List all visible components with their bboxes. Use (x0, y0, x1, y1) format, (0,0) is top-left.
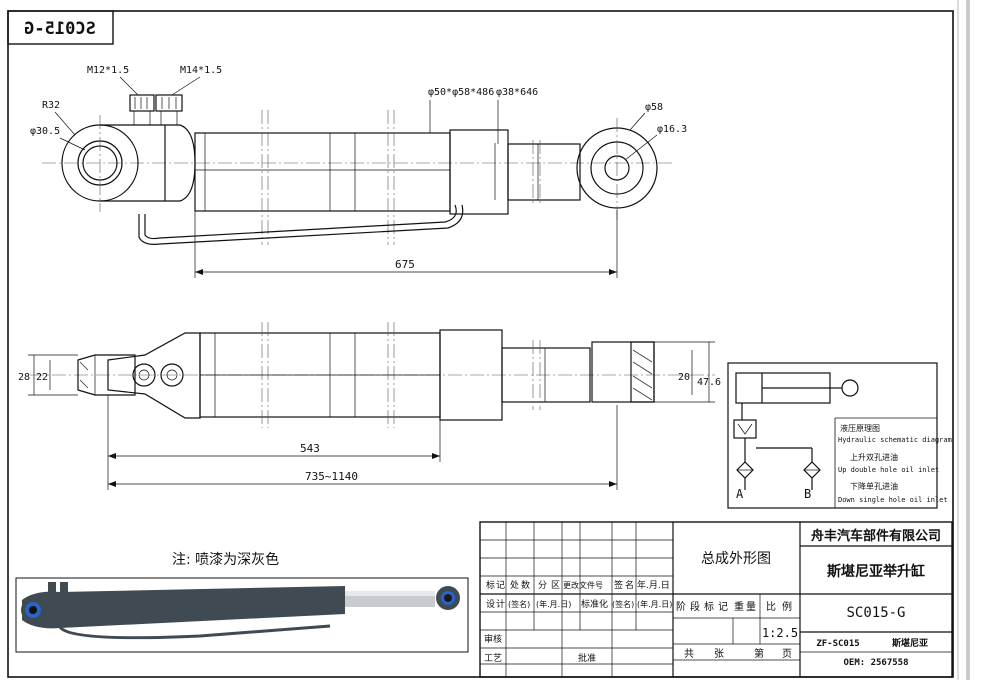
stage-1: 段 (690, 600, 700, 613)
design-cell-0: 设 (486, 599, 495, 610)
dim-20: 20 (678, 372, 690, 383)
approve-label: 批准 (578, 652, 596, 664)
port-label-m12: M12*1.5 (87, 65, 129, 76)
rev-cell-7: 签 (614, 579, 623, 591)
stage-4: 重 (734, 600, 744, 613)
company-name: 舟丰汽车部件有限公司 (811, 528, 941, 544)
radius-label: R32 (42, 100, 60, 111)
product-name: 斯堪尼亚举升缸 (827, 563, 925, 580)
sheet-label: 张 (714, 648, 724, 660)
product-code: SC015-G (846, 605, 905, 621)
review-label: 审核 (484, 633, 502, 645)
rod-spec-label: φ38*646 (496, 87, 538, 98)
process-label: 工艺 (484, 653, 502, 664)
tube-spec-label: φ50*φ58*486 (428, 87, 494, 98)
stage-3: 记 (718, 601, 728, 613)
side-view: 28 22 20 47.6 543 735~1140 (18, 322, 721, 490)
stage-0: 阶 (676, 600, 686, 613)
design-cell-4: 标准化 (581, 598, 608, 610)
design-cell-3: (年.月.日) (536, 599, 571, 609)
stage-6: 比 (766, 601, 776, 613)
up-inlet-cn: 上升双孔进油 (850, 452, 898, 462)
rev-cell-8: 名 (625, 579, 634, 591)
length-543: 543 (300, 442, 320, 455)
eye-hole-label: φ16.3 (657, 124, 687, 135)
design-cell-1: 计 (496, 598, 505, 610)
stage-2: 标 (704, 601, 714, 613)
port-label-m14: M14*1.5 (180, 65, 222, 76)
eye-outer-label: φ58 (645, 102, 663, 113)
oem-number: OEM: 2567558 (843, 658, 908, 668)
page-word-label: 页 (782, 648, 792, 660)
rev-cell-1: 记 (496, 580, 505, 591)
rev-cell-5: 区 (551, 580, 560, 591)
port-b: B (804, 487, 811, 501)
brand-name: 斯堪尼亚 (892, 637, 928, 649)
code-mirrored: SC015-G (24, 19, 96, 39)
stage-5: 量 (746, 601, 756, 613)
product-photo (15, 577, 469, 653)
dim-28: 28 (18, 372, 30, 383)
design-cell-2: (签名) (508, 599, 530, 609)
schematic-title-en: Hydraulic schematic diagram (838, 436, 952, 444)
port-a: A (736, 487, 744, 501)
title-block: 舟丰汽车部件有限公司 总成外形图 斯堪尼亚举升缸 SC015-G ZF-SC01… (479, 521, 953, 678)
down-inlet-cn: 下降单孔进油 (850, 481, 898, 491)
length-range: 735~1140 (305, 470, 358, 483)
code-box: SC015-G (7, 10, 114, 45)
zf-code: ZF-SC015 (816, 639, 859, 649)
dim-22: 22 (36, 372, 48, 383)
top-view: M12*1.5 M14*1.5 R32 φ30.5 φ50*φ58*486 φ3… (30, 65, 687, 278)
design-cell-5: (签名) (612, 599, 634, 609)
hole-dia-label: φ30.5 (30, 126, 60, 137)
rev-cell-9: 年.月.日 (637, 579, 670, 591)
total-label: 共 (684, 648, 694, 660)
design-cell-6: (年.月.日) (637, 599, 672, 609)
drawing-name: 总成外形图 (701, 551, 771, 567)
rev-cell-3: 数 (521, 579, 530, 591)
stage-7: 例 (782, 600, 792, 613)
page-label: 第 (754, 647, 764, 660)
up-inlet-en: Up double hole oil inlet (838, 466, 939, 474)
hydraulic-schematic: A B 液压原理图 Hydraulic schematic diagram 上升… (727, 362, 952, 509)
paint-note: 注: 喷漆为深灰色 (172, 551, 279, 568)
rev-cell-0: 标 (486, 579, 495, 591)
dim-47-6: 47.6 (697, 377, 721, 388)
schematic-title-cn: 液压原理图 (840, 423, 880, 433)
length-675: 675 (395, 258, 415, 271)
rev-cell-2: 处 (510, 579, 519, 591)
scale-value: 1:2.5 (762, 626, 798, 640)
rev-cell-6: 更改文件号 (563, 580, 603, 590)
rev-cell-4: 分 (538, 580, 547, 591)
down-inlet-en: Down single hole oil inlet (838, 496, 948, 504)
